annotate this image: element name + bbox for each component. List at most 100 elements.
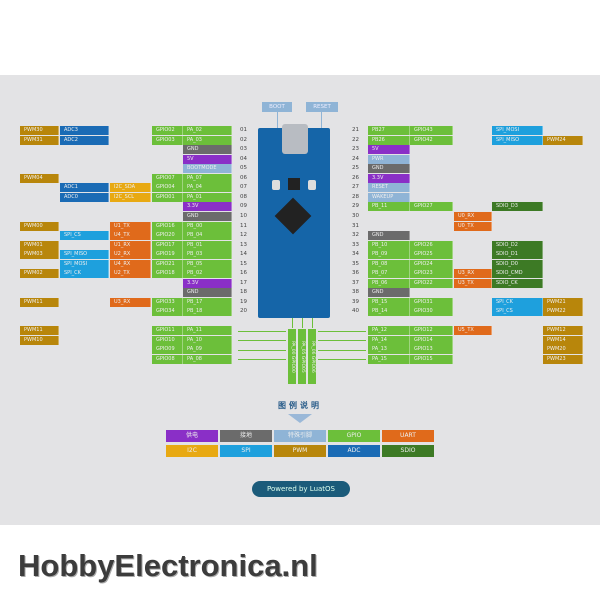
pin-label-port: PA_07 <box>183 173 232 183</box>
pin-label-port: PA_10 <box>183 335 232 345</box>
pin-label-uart: U3_RX <box>110 297 151 307</box>
pin-label-uart: U0_TX <box>454 221 492 231</box>
pin-number: 12 <box>240 232 247 239</box>
pin-label-gpio: GPIO21 <box>152 259 183 269</box>
legend-item-gpio: GPIO <box>328 430 380 442</box>
legend-item-gnd: 接地 <box>220 430 272 442</box>
pin-label-gpio: GPIO04 <box>152 183 183 193</box>
pin-number: 38 <box>352 289 359 296</box>
pin-label-adc: ADC3 <box>60 126 109 135</box>
pin-label-spi: SPI_CS <box>60 231 109 241</box>
pin-number: 32 <box>352 232 359 239</box>
pin-label-port: PB_05 <box>183 259 232 269</box>
pin-label-port: PA_12 <box>368 326 410 335</box>
pin-label-gpio: GPIO01 <box>152 192 183 202</box>
pin-number: 09 <box>240 203 247 210</box>
pin-label-gpio: GPIO07 <box>152 173 183 183</box>
boot-button <box>272 180 280 190</box>
pin-label-pwm: PWM14 <box>543 335 583 345</box>
pin-number: 21 <box>352 127 359 133</box>
flash-chip <box>288 178 300 190</box>
pin-label-uart: U4_TX <box>110 231 151 241</box>
pin-label-uart: U2_TX <box>110 269 151 279</box>
pin-label-i2c: I2C_SCL <box>110 192 151 202</box>
pin-label-pwm: PWM02 <box>20 269 59 279</box>
pin-label-power: BOOTMODE <box>183 164 232 174</box>
pin-label-gpio: GPIO09 <box>152 345 183 355</box>
pin-label-power: 5V <box>368 145 410 155</box>
pin-label-port: PA_04 <box>183 183 232 193</box>
pin-number: 35 <box>352 260 359 267</box>
pin-label-gpio: GPIO23 <box>410 269 453 279</box>
pin-number: 31 <box>352 222 359 229</box>
pin-number: 29 <box>352 203 359 210</box>
pin-number: 30 <box>352 212 359 219</box>
pin-number: 40 <box>352 308 359 315</box>
pin-number: 27 <box>352 184 359 191</box>
pin-label-pwm: PWM04 <box>20 173 59 183</box>
pin-number: 14 <box>240 251 247 258</box>
pin-label-uart: U5_TX <box>454 326 492 335</box>
pin-label-port: PA_13 <box>368 345 410 355</box>
pin-label-port: PB_09 <box>368 250 410 260</box>
arrow-left-icon <box>238 349 286 351</box>
pin-label-pwm: PWM10 <box>20 335 59 345</box>
arrow-left-icon <box>238 330 286 332</box>
pin-label-spi: SPI_MOSI <box>492 126 543 135</box>
pin-label-gpio: GPIO19 <box>152 250 183 260</box>
pin-label-port: PB_06 <box>368 278 410 288</box>
arrow-left-icon <box>238 359 286 361</box>
pin-number: 13 <box>240 241 247 248</box>
pin-number: 01 <box>240 127 247 133</box>
pin-label-port: PA_09 <box>183 345 232 355</box>
pin-label-gpio: GPIO17 <box>152 240 183 250</box>
pin-label-gpio: GPIO25 <box>410 250 453 260</box>
pin-label-uart: U3_TX <box>454 278 492 288</box>
pin-label-adc: ADC2 <box>60 135 109 145</box>
pin-label-power: 5V <box>183 154 232 164</box>
pin-label-port: PB_07 <box>368 269 410 279</box>
pin-label-port: PB_14 <box>368 307 410 317</box>
pin-label-power: GND <box>368 164 410 174</box>
dev-board <box>258 124 330 318</box>
pin-label-spi: SPI_MISO <box>60 250 109 260</box>
pin-number: 04 <box>240 155 247 162</box>
pin-label-gpio: GPIO10 <box>152 335 183 345</box>
pin-label-uart: U1_TX <box>110 221 151 231</box>
legend-item-i2c: I2C <box>166 445 218 457</box>
boot-label: BOOT <box>262 102 292 112</box>
pin-label-port: PA_11 <box>183 326 232 335</box>
pin-label-port: PA_15 <box>368 354 410 364</box>
pin-label-gpio: GPIO27 <box>410 202 453 212</box>
pin-label-power: 3.3V <box>368 173 410 183</box>
pin-label-gpio: GPIO02 <box>152 126 183 135</box>
pin-number: 10 <box>240 212 247 219</box>
pin-label-pwm: PWM22 <box>543 307 583 317</box>
pin-label-port: PB_10 <box>368 240 410 250</box>
pin-label-power: GND <box>368 231 410 241</box>
legend-arrow-icon <box>288 414 312 423</box>
pin-label-gpio: GPIO15 <box>410 354 453 364</box>
pin-number: 39 <box>352 298 359 305</box>
arrow-right-icon <box>318 330 366 332</box>
pin-label-gpio: GPIO11 <box>152 326 183 335</box>
pin-number: 33 <box>352 241 359 248</box>
pin-label-adc: ADC0 <box>60 192 109 202</box>
pin-label-pwm: PWM31 <box>20 135 59 145</box>
pin-label-power: 3.3V <box>183 278 232 288</box>
pin-number: 02 <box>240 136 247 143</box>
arrow-right-icon <box>318 349 366 351</box>
pin-label-uart: U1_RX <box>110 240 151 250</box>
pin-label-power: GND <box>183 211 232 221</box>
pin-label-spi: SPI_CK <box>492 297 543 307</box>
pin-number: 19 <box>240 298 247 305</box>
pin-label-port: PB_15 <box>368 297 410 307</box>
pin-label-uart: U3_RX <box>454 269 492 279</box>
pin-label-gpio: GPIO42 <box>410 135 453 145</box>
pin-label-power: GND <box>368 288 410 298</box>
legend-item-special: 特殊引脚 <box>274 430 326 442</box>
pin-number: 16 <box>240 270 247 277</box>
reset-label: RESET <box>306 102 338 112</box>
legend-item-adc: ADC <box>328 445 380 457</box>
pin-label-port: PB_11 <box>368 202 410 212</box>
